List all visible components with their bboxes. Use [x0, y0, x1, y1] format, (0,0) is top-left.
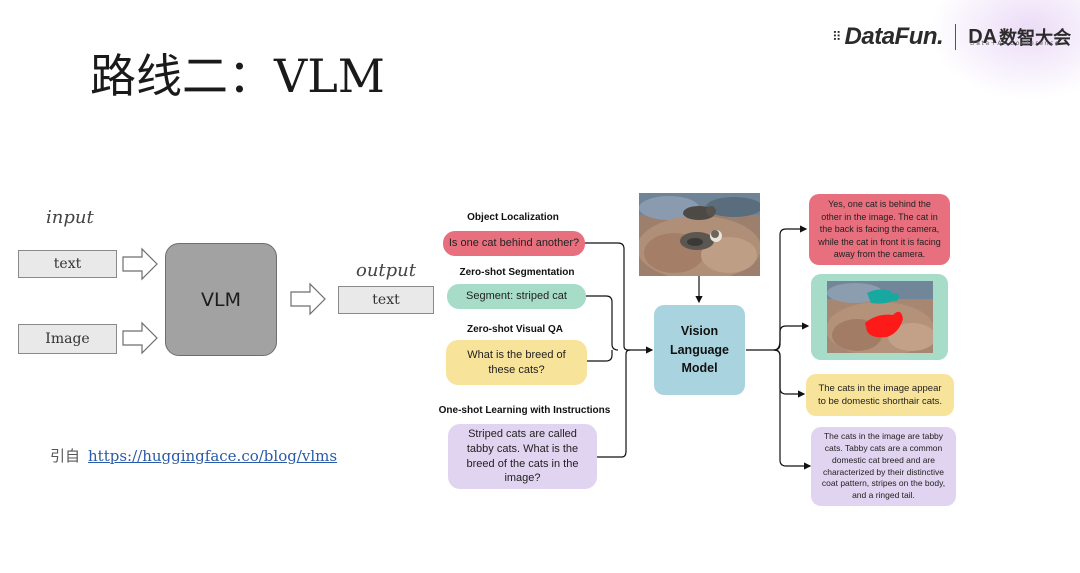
reference-prefix: 引自	[50, 447, 81, 465]
output-label: output	[356, 260, 417, 281]
vlm-box: VLM	[165, 243, 277, 356]
task-title-zero-shot-visual-qa: Zero-shot Visual QA	[467, 324, 563, 335]
output-text-box: text	[338, 286, 434, 314]
input-text-box: text	[18, 250, 117, 278]
logo-subtitle: Data+AI Conference	[970, 40, 1061, 47]
task-prompt-object-localization: Is one cat behind another?	[443, 231, 585, 256]
output-one-shot-learning: The cats in the image are tabby cats. Ta…	[811, 427, 956, 506]
arrow-text-to-vlm	[122, 247, 158, 281]
reference: 引自 https://huggingface.co/blog/vlms	[50, 445, 337, 466]
segmentation-result-image	[826, 281, 933, 353]
input-image-box: Image	[18, 324, 117, 354]
arrow-vlm-to-output	[290, 282, 326, 316]
vision-language-model-box: Vision Language Model	[654, 305, 745, 395]
logo-divider	[955, 24, 957, 50]
slide-title: 路线二：VLM	[90, 49, 385, 103]
task-prompt-zero-shot-segmentation: Segment: striped cat	[447, 284, 586, 309]
logo-dots-icon: ⠿	[832, 29, 842, 45]
task-title-zero-shot-segmentation: Zero-shot Segmentation	[459, 267, 575, 278]
reference-link[interactable]: https://huggingface.co/blog/vlms	[88, 447, 338, 465]
input-cat-image	[639, 193, 760, 276]
task-title-one-shot-learning: One-shot Learning with Instructions	[438, 405, 611, 416]
logo-brand: DataFun.	[844, 23, 944, 50]
output-segmentation	[811, 274, 948, 360]
task-title-object-localization: Object Localization	[467, 212, 559, 223]
logo-da: DA	[968, 25, 998, 48]
task-prompt-zero-shot-visual-qa: What is the breed of these cats?	[446, 340, 587, 385]
arrow-image-to-vlm	[122, 321, 158, 355]
task-prompt-one-shot-learning: Striped cats are called tabby cats. What…	[448, 424, 597, 489]
input-label: input	[46, 207, 94, 228]
output-visual-qa: The cats in the image appear to be domes…	[806, 374, 954, 416]
datafun-logo: ⠿ DataFun. DA 数智大会	[832, 22, 1071, 52]
output-object-localization: Yes, one cat is behind the other in the …	[809, 194, 950, 265]
logo-event: 数智大会	[999, 28, 1072, 49]
